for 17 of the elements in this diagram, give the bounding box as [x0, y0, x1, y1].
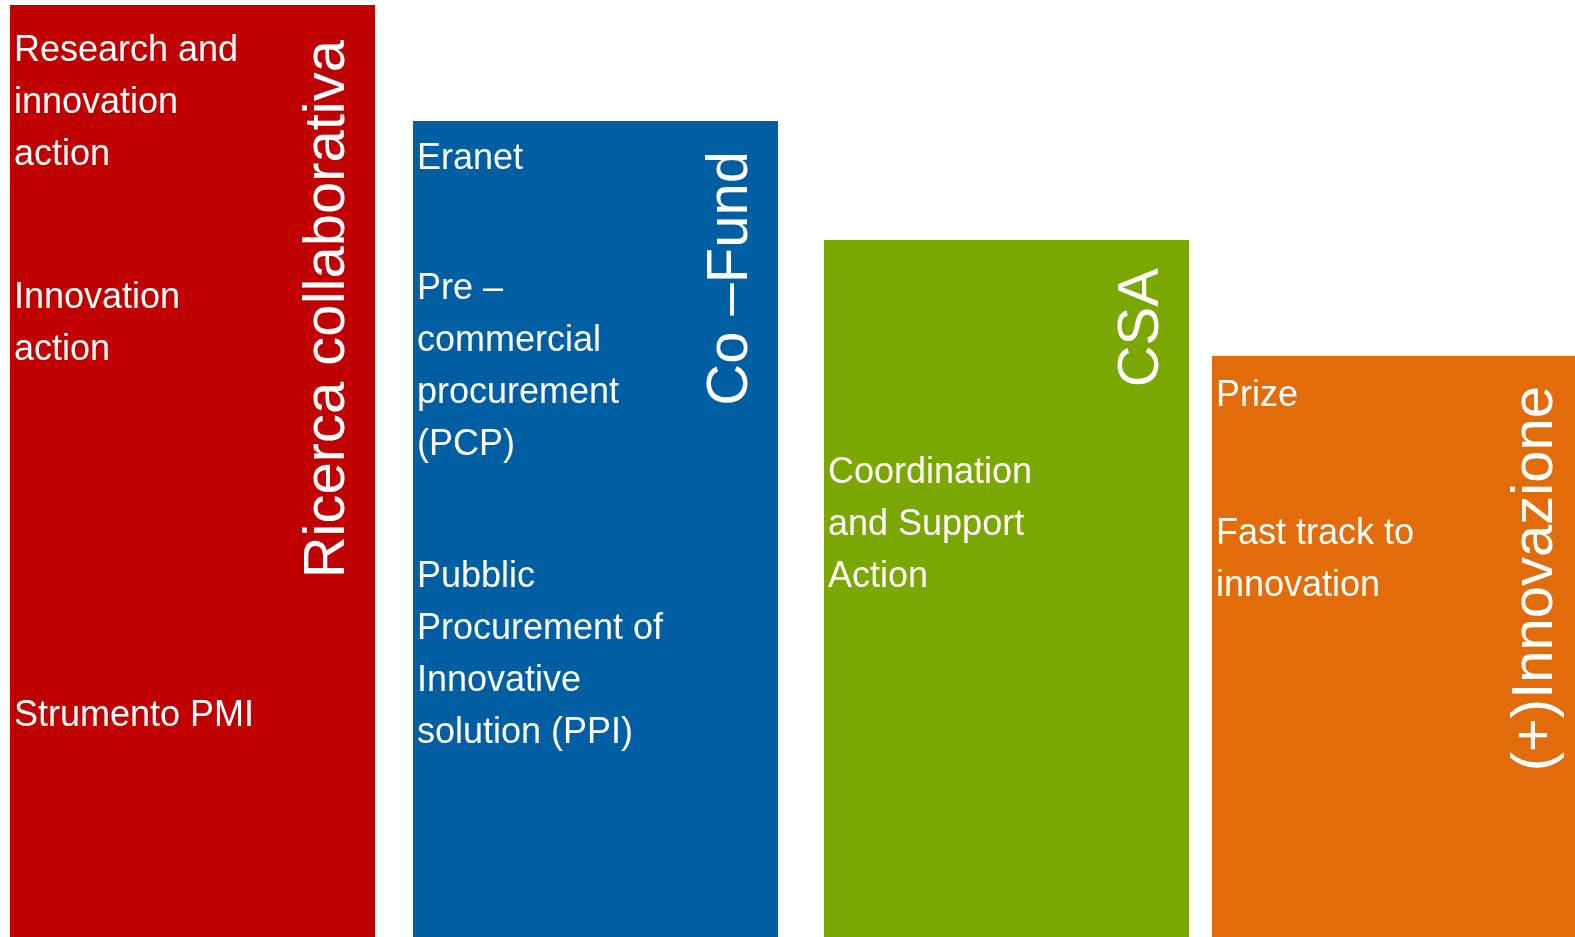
action-type-text: Fast track to innovation	[1216, 510, 1416, 606]
column-title: Ricerca collaborativa	[293, 40, 355, 579]
action-type-text: Strumento PMI	[14, 692, 256, 736]
column-bar	[824, 240, 1189, 937]
action-type-text: Prize	[1216, 372, 1300, 416]
column-bar	[10, 5, 375, 937]
action-type-text: Research and innovation action	[14, 27, 240, 175]
action-type-text: Pubblic Procurement of Innovative solution (PPI)	[417, 553, 665, 753]
column-bar	[1212, 356, 1575, 937]
column-bar	[413, 121, 778, 937]
column-title: Co –Fund	[696, 151, 758, 406]
action-type-text: Pre – commercial procurement (PCP)	[417, 265, 621, 465]
action-type-text: Coordination and Support Action	[828, 449, 1034, 597]
column-title: (+)Innovazione	[1501, 386, 1563, 772]
column-title: CSA	[1107, 268, 1169, 388]
action-type-text: Innovation action	[14, 274, 182, 370]
action-type-text: Eranet	[417, 135, 525, 179]
